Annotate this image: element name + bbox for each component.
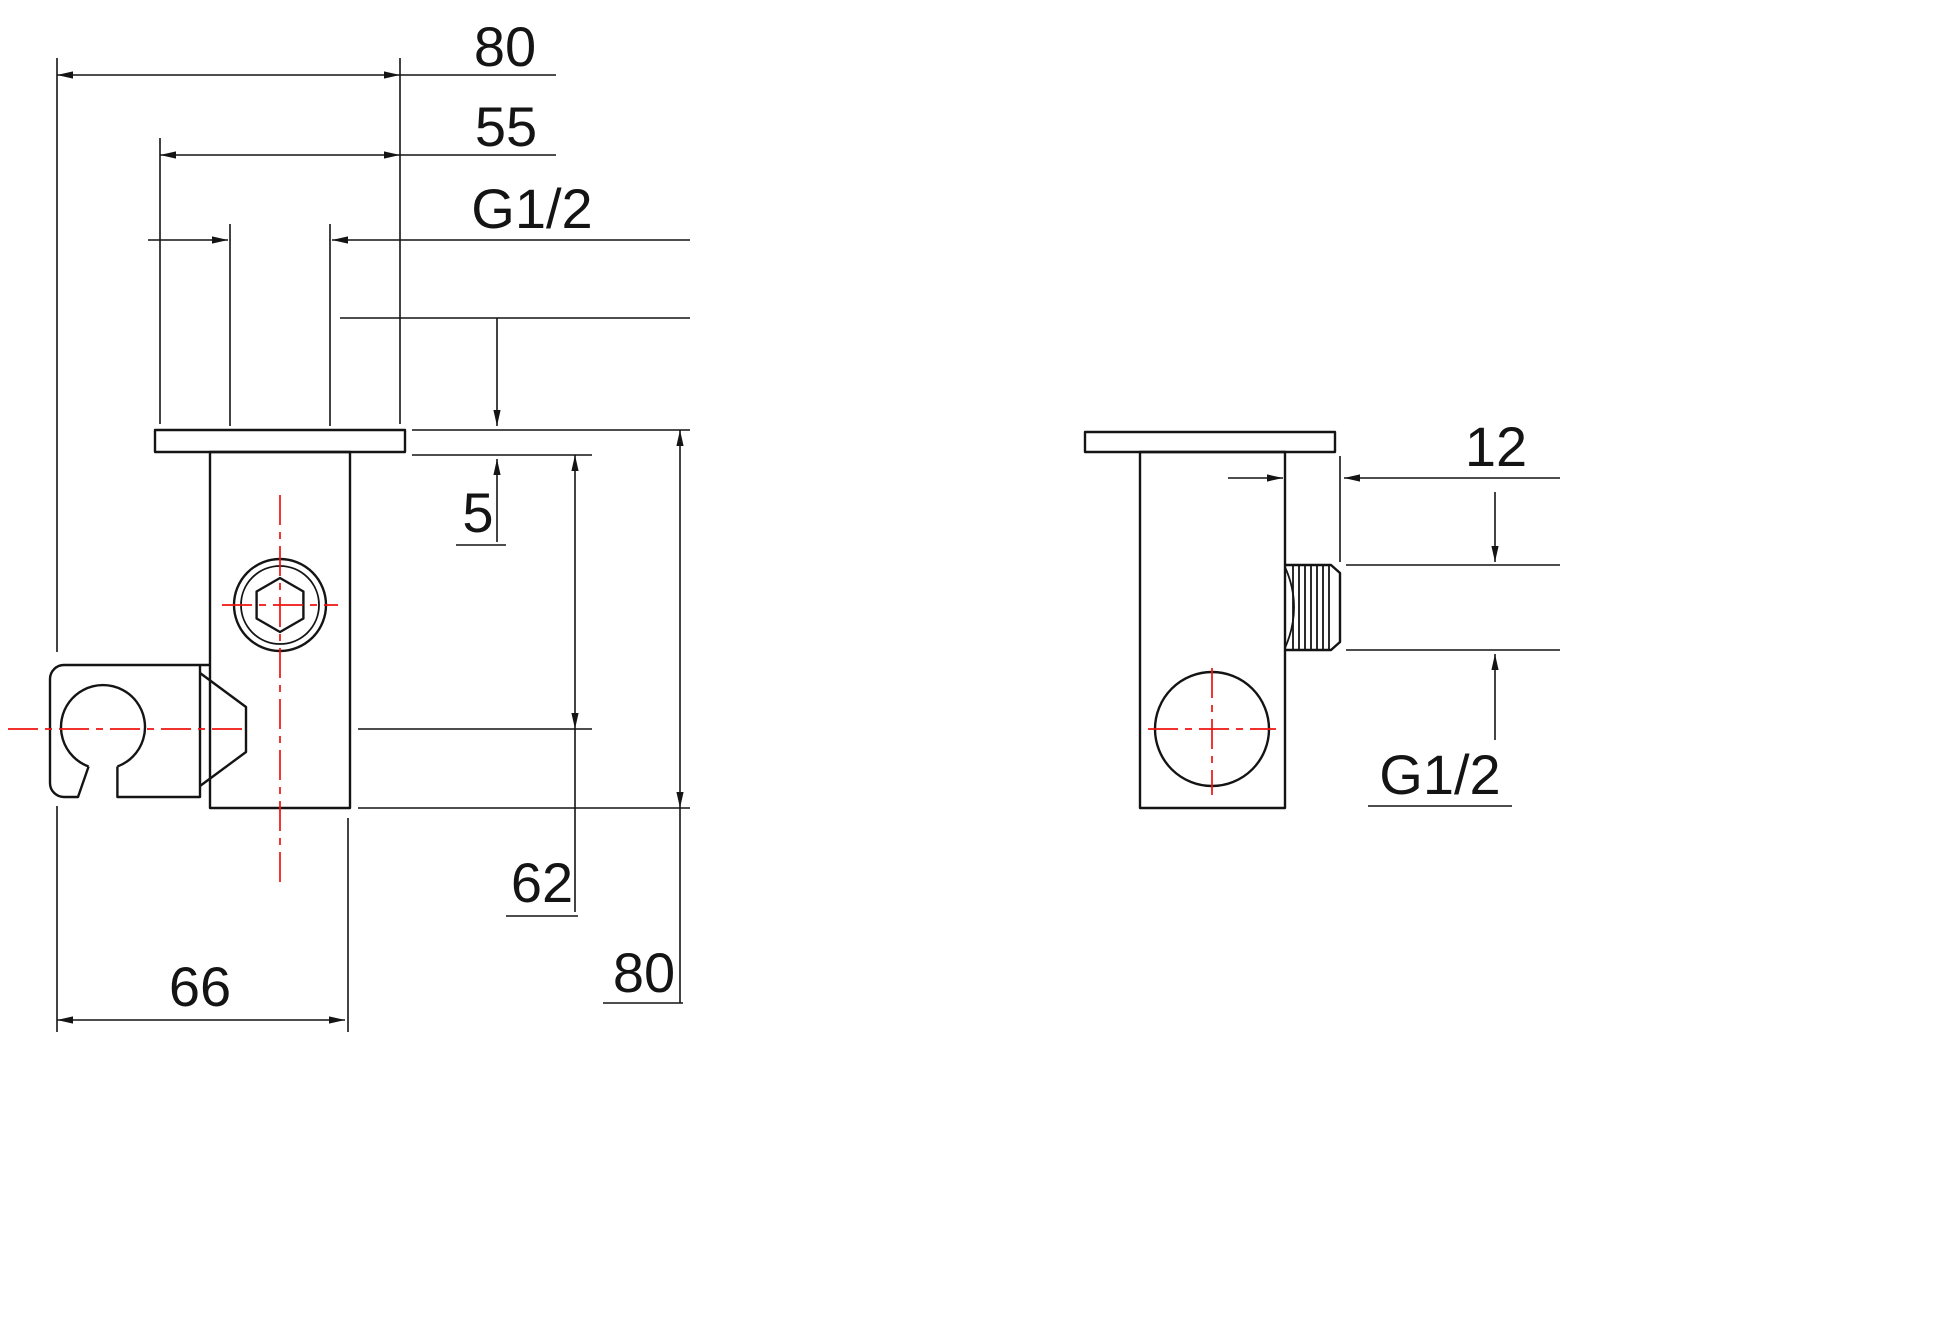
dim-label-clip-reach: 66: [169, 955, 231, 1018]
dim-label-inlet-thread: G1/2: [471, 177, 592, 240]
dim-label-overall-height: 80: [613, 941, 675, 1004]
threaded-nipple: [1284, 563, 1342, 652]
handset-holder-clip: [48, 663, 210, 799]
dim-label-overall-width: 80: [474, 15, 536, 78]
centerlines-front: [8, 495, 338, 885]
dimensions-side: 12 G1/2: [1228, 415, 1560, 807]
dimensions-front: 80 55 G1/2 5 62 80: [56, 15, 690, 1032]
flange-side: [1083, 430, 1337, 454]
dim-label-flange-thickness: 5: [462, 481, 493, 544]
front-view: 80 55 G1/2 5 62 80: [8, 15, 690, 1032]
dim-label-flange-width: 55: [475, 95, 537, 158]
thread-hatching: [1292, 565, 1330, 650]
holder-cone: [199, 672, 248, 787]
body-side: [1138, 450, 1287, 810]
centerlines-side: [1148, 668, 1276, 795]
dim-label-clip-center-offset: 62: [511, 851, 573, 914]
flange-front: [153, 428, 407, 454]
dim-label-outlet-thread: G1/2: [1379, 743, 1500, 806]
side-view: 12 G1/2: [1083, 415, 1560, 810]
dim-label-nipple-length: 12: [1465, 415, 1527, 478]
